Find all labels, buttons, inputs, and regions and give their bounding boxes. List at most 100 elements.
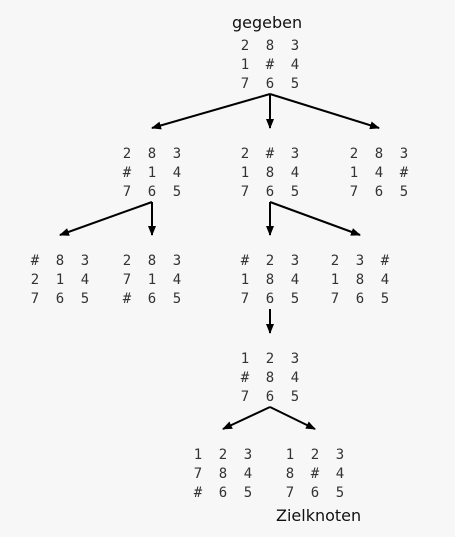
tile: 1 xyxy=(147,165,157,181)
tile: 2 xyxy=(122,253,132,269)
tile: 7 xyxy=(285,485,295,501)
tile: 3 xyxy=(335,447,345,463)
tile: 8 xyxy=(265,38,275,54)
tile: 1 xyxy=(240,165,250,181)
edge-L1b-L2d xyxy=(269,201,361,236)
tile: 5 xyxy=(290,389,300,405)
tile: 3 xyxy=(290,253,300,269)
tile: 2 xyxy=(310,447,320,463)
blank-tile: # xyxy=(240,253,250,269)
tile: 8 xyxy=(355,272,365,288)
tile: 4 xyxy=(374,165,384,181)
blank-tile: # xyxy=(122,165,132,181)
tile: 6 xyxy=(310,485,320,501)
tile: 2 xyxy=(240,38,250,54)
tile: 2 xyxy=(349,146,359,162)
tile: 2 xyxy=(218,447,228,463)
blank-tile: # xyxy=(265,146,275,162)
tile: 6 xyxy=(147,291,157,307)
tile: 7 xyxy=(240,184,250,200)
tile: 3 xyxy=(172,146,182,162)
tile: 8 xyxy=(374,146,384,162)
tile: 7 xyxy=(240,389,250,405)
tile: 6 xyxy=(55,291,65,307)
tile: 3 xyxy=(399,146,409,162)
tile: 5 xyxy=(399,184,409,200)
tile: 1 xyxy=(55,272,65,288)
blank-tile: # xyxy=(240,370,250,386)
blank-tile: # xyxy=(193,485,203,501)
tile: 8 xyxy=(265,370,275,386)
tile: 1 xyxy=(240,272,250,288)
blank-tile: # xyxy=(30,253,40,269)
tile: 5 xyxy=(290,184,300,200)
tile: 8 xyxy=(147,253,157,269)
tile: 4 xyxy=(290,57,300,73)
tile: 6 xyxy=(265,389,275,405)
tile: 5 xyxy=(290,291,300,307)
tile: 6 xyxy=(265,291,275,307)
tile: 1 xyxy=(193,447,203,463)
tile: 1 xyxy=(240,57,250,73)
tile: 5 xyxy=(380,291,390,307)
tile: 5 xyxy=(290,76,300,92)
edge-start-L1a xyxy=(151,93,271,130)
tile: 5 xyxy=(172,291,182,307)
tile: 8 xyxy=(265,165,275,181)
tile: 4 xyxy=(290,272,300,288)
tile: 7 xyxy=(122,272,132,288)
tile: 8 xyxy=(218,466,228,482)
tile: 7 xyxy=(240,291,250,307)
tile: 5 xyxy=(243,485,253,501)
edge-start-L1c xyxy=(269,93,380,130)
tile: 1 xyxy=(147,272,157,288)
tile: 7 xyxy=(349,184,359,200)
tile: 4 xyxy=(335,466,345,482)
tile: 2 xyxy=(30,272,40,288)
tile: 8 xyxy=(55,253,65,269)
tile: 3 xyxy=(290,146,300,162)
tile: 6 xyxy=(147,184,157,200)
tile: 1 xyxy=(349,165,359,181)
blank-tile: # xyxy=(265,57,275,73)
tile: 1 xyxy=(285,447,295,463)
blank-tile: # xyxy=(399,165,409,181)
tile: 2 xyxy=(240,146,250,162)
tile: 4 xyxy=(290,370,300,386)
tile: 4 xyxy=(290,165,300,181)
tile: 6 xyxy=(355,291,365,307)
blank-tile: # xyxy=(380,253,390,269)
tile: 7 xyxy=(240,76,250,92)
tile: 2 xyxy=(265,253,275,269)
start-label: gegeben xyxy=(232,13,303,32)
tile: 8 xyxy=(147,146,157,162)
edge-L3-goal xyxy=(269,406,316,430)
tile: 8 xyxy=(285,466,295,482)
tile: 6 xyxy=(218,485,228,501)
tile: 3 xyxy=(290,38,300,54)
tile: 3 xyxy=(243,447,253,463)
tile: 3 xyxy=(80,253,90,269)
tile: 3 xyxy=(290,351,300,367)
tile: 7 xyxy=(330,291,340,307)
tile: 1 xyxy=(240,351,250,367)
tile: 4 xyxy=(172,272,182,288)
tile: 1 xyxy=(330,272,340,288)
tile: 5 xyxy=(172,184,182,200)
tile: 2 xyxy=(265,351,275,367)
tile: 7 xyxy=(122,184,132,200)
goal-label: Zielknoten xyxy=(276,506,362,525)
tile: 3 xyxy=(355,253,365,269)
